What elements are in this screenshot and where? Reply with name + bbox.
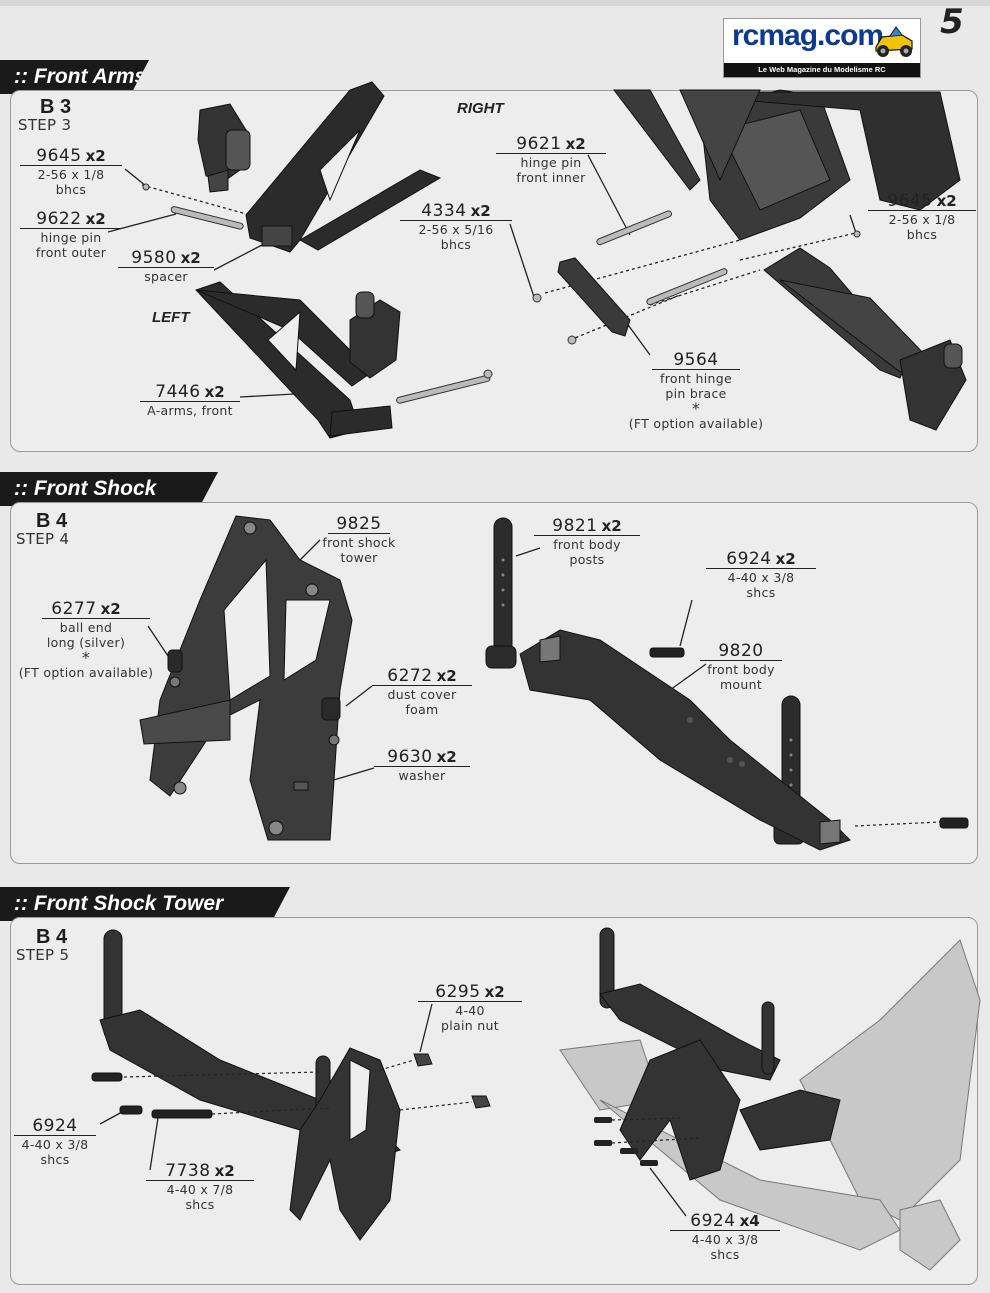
step-label: STEP 4 (16, 530, 70, 548)
step-label: STEP 5 (16, 946, 70, 964)
callout-6924-step5-left: 6924 4-40 x 3/8 shcs (14, 1118, 96, 1167)
section-title-front-arms: :: Front Arms (0, 60, 149, 94)
top-rule (0, 0, 990, 6)
rcmag-logo: rcmag.com Le Web Magazine du Modelisme R… (723, 18, 921, 78)
side-label-right: RIGHT (457, 100, 504, 117)
step-code: B 4 (36, 926, 68, 948)
callout-9564: 9564 front hinge pin brace * (FT option … (628, 350, 764, 432)
logo-name: rcmag.com (732, 19, 884, 52)
step-code: B 4 (36, 510, 68, 532)
step-label: STEP 3 (18, 116, 72, 134)
callout-9820: 9820 front body mount (700, 643, 782, 692)
callout-9825: 9825 front shock tower (322, 514, 396, 566)
rc-car-logo-icon (875, 26, 913, 57)
logo-tagline: Le Web Magazine du Modelisme RC (724, 63, 920, 77)
side-label-left: LEFT (152, 309, 190, 326)
step-code: B 3 (40, 96, 72, 118)
page-number: 5 (940, 2, 964, 42)
